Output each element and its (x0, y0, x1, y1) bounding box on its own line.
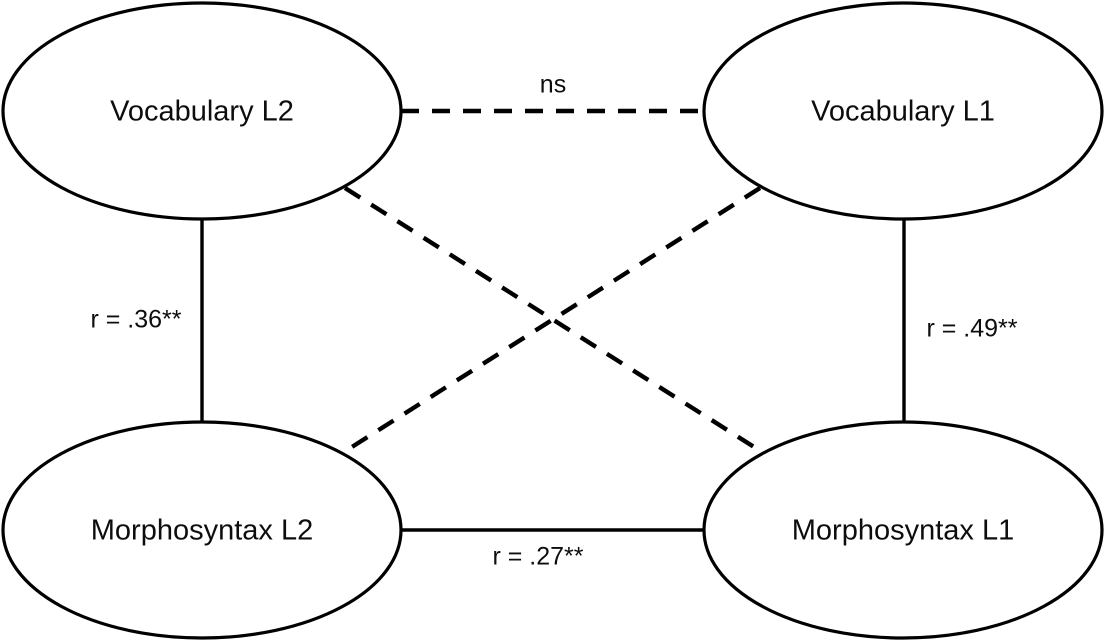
edge-label-ns: ns (540, 71, 566, 99)
node-morphosyntax-l1-label: Morphosyntax L1 (792, 515, 1014, 547)
edge-label-layer: ns r = .36** r = .49** r = .27** (90, 71, 1017, 571)
node-vocabulary-l1[interactable]: Vocabulary L1 (702, 1, 1104, 221)
node-morphosyntax-l2-shape[interactable] (1, 420, 403, 640)
edge-layer (200, 108, 906, 532)
node-morphosyntax-l2-label: Morphosyntax L2 (91, 515, 313, 547)
edge-vocabulary-l2-morphosyntax-l1 (343, 186, 764, 454)
edge-label-vocabulary-l2-morphosyntax-l2: r = .36** (90, 306, 181, 334)
node-vocabulary-l1-shape[interactable] (702, 1, 1104, 221)
edge-label-vocabulary-l1-morphosyntax-l1: r = .49** (926, 315, 1017, 343)
node-vocabulary-l2[interactable]: Vocabulary L2 (1, 1, 403, 221)
node-vocabulary-l1-label: Vocabulary L1 (811, 96, 995, 128)
node-vocabulary-l2-label: Vocabulary L2 (110, 96, 294, 128)
node-morphosyntax-l1[interactable]: Morphosyntax L1 (702, 420, 1104, 640)
edge-vocabulary-l1-morphosyntax-l2 (342, 186, 762, 454)
node-morphosyntax-l2[interactable]: Morphosyntax L2 (1, 420, 403, 640)
node-morphosyntax-l1-shape[interactable] (702, 420, 1104, 640)
edge-label-morphosyntax-l2-morphosyntax-l1: r = .27** (492, 543, 583, 571)
node-vocabulary-l2-shape[interactable] (1, 1, 403, 221)
